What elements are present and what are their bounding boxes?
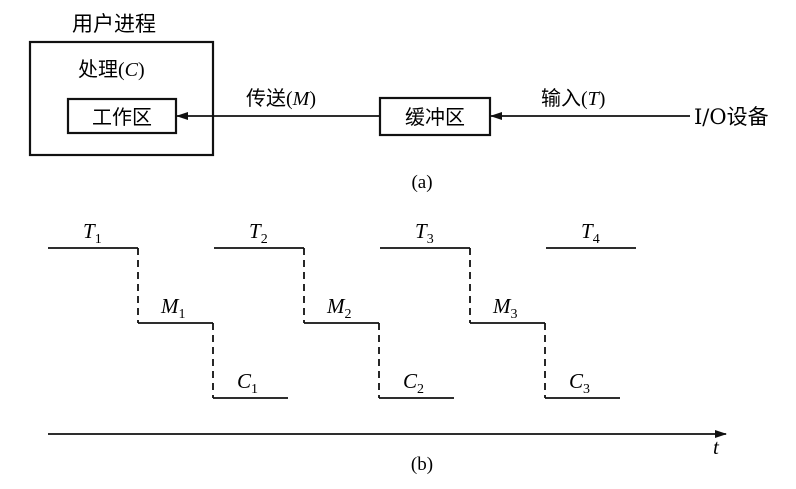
transfer-label-1: M1: [160, 294, 186, 322]
transfer-label-3: M3: [492, 294, 518, 322]
process-label-3: C3: [569, 369, 590, 397]
process-label-2: C2: [403, 369, 424, 397]
buffer-label: 缓冲区: [405, 105, 465, 129]
part-a: 用户进程 处理(C) 工作区 传送(M) 缓冲区 输入(T) I/O设备 (a): [28, 12, 769, 193]
input-label: 输入(T): [541, 86, 605, 110]
user-process-label: 用户进程: [72, 12, 156, 36]
transfer-label: 传送(M): [246, 86, 316, 110]
transfer-label-2: M2: [326, 294, 352, 322]
process-label-1: C1: [237, 369, 258, 397]
input-label-4: T4: [581, 219, 600, 247]
input-label-1: T1: [83, 219, 102, 247]
process-label: 处理(C): [78, 57, 145, 81]
workspace-label: 工作区: [92, 105, 152, 129]
caption-a: (a): [411, 172, 432, 193]
io-device-label: I/O设备: [694, 105, 769, 129]
time-axis-label: t: [713, 435, 720, 459]
input-label-3: T3: [415, 219, 434, 247]
user-process-box: [28, 40, 215, 157]
caption-b: (b): [411, 454, 433, 475]
input-label-2: T2: [249, 219, 268, 247]
